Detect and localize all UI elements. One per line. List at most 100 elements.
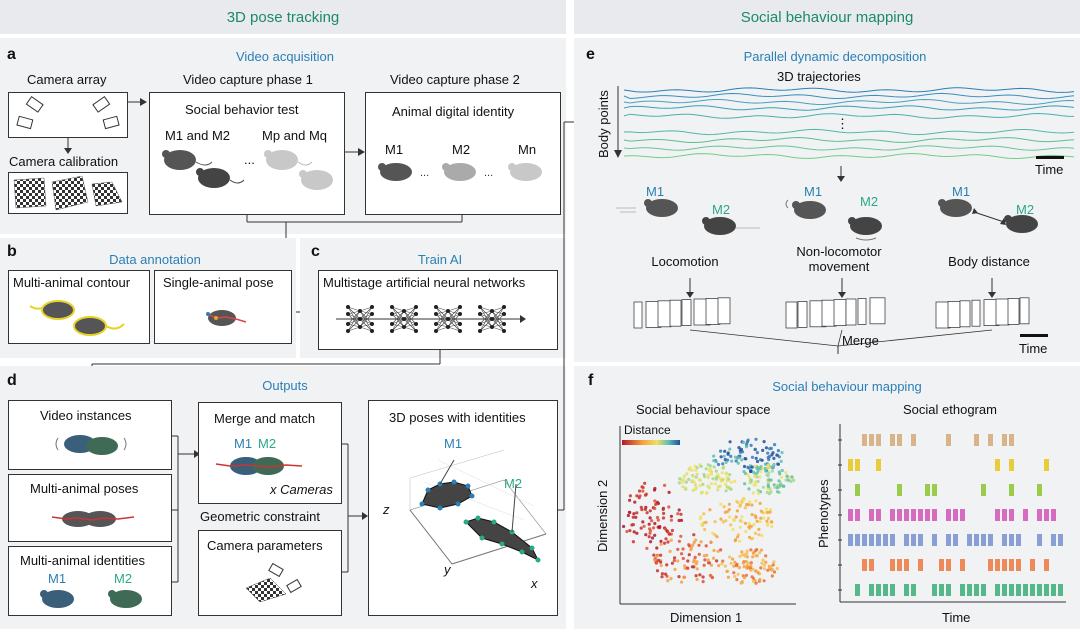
scatter-point (637, 489, 642, 493)
scatter-point (695, 577, 699, 582)
scatter-point (692, 560, 696, 564)
scatter-point (733, 560, 737, 564)
pose-m1-label: M1 (444, 436, 463, 451)
scatter-point (680, 552, 684, 556)
scatter-point (768, 454, 772, 459)
scatter-point (719, 517, 723, 521)
ethogram-event (890, 559, 895, 571)
scatter-point (731, 528, 735, 532)
scatter-point (706, 475, 710, 480)
scale-bar (1020, 334, 1048, 337)
ethogram-event (918, 534, 923, 546)
loco-m2-label: M2 (712, 202, 731, 217)
scatter-point (720, 479, 724, 483)
ethogram-event (932, 584, 937, 596)
panel-a-title: Video acquisition (235, 49, 335, 64)
scatter-point (631, 515, 635, 519)
ethogram-event (1051, 509, 1056, 521)
scatter-point (677, 481, 681, 485)
trajectory-line (623, 87, 1075, 93)
scatter-point (702, 554, 706, 558)
ethogram-event (1051, 534, 1056, 546)
network-block (390, 305, 418, 333)
scatter-point (780, 475, 784, 479)
scatter-point (728, 473, 732, 477)
scatter-point (643, 481, 647, 485)
scatter-point (663, 483, 667, 487)
scatter-point (748, 500, 752, 504)
scatter-point (746, 438, 750, 442)
scatter-point (684, 486, 688, 490)
scatter-point (755, 466, 759, 470)
scatter-point (695, 567, 699, 571)
scatter-point (706, 473, 710, 477)
scatter-point (745, 442, 749, 446)
scatter-point (631, 540, 635, 544)
scatter-point (769, 490, 773, 494)
scatter-point (660, 575, 664, 579)
scatter-point (698, 478, 702, 482)
ethogram-event (981, 534, 986, 546)
scatter-point (776, 449, 780, 453)
scatter-point (745, 549, 749, 553)
neural-network-icon (336, 305, 526, 333)
banner-left-label: 3D pose tracking (226, 8, 340, 26)
scatter-point (734, 459, 738, 463)
scatter-point (752, 550, 756, 554)
scatter-point (732, 564, 736, 568)
ethogram-event (1002, 584, 1007, 596)
scatter-point (737, 456, 741, 460)
scatter-point (742, 576, 747, 580)
axis-x-label: x (531, 576, 538, 591)
ethogram-event (855, 509, 860, 521)
scatter-point (694, 468, 698, 472)
scatter-point (757, 533, 761, 537)
scatter-point (711, 556, 716, 560)
camera-array-box (8, 92, 128, 138)
scatter-point (670, 528, 674, 533)
phase2-title: Video capture phase 2 (390, 72, 520, 87)
scatter-point (626, 513, 630, 518)
ethogram-event (848, 534, 853, 546)
scatter-point (685, 566, 689, 570)
scatter-point (659, 539, 663, 543)
scatter-point (724, 489, 728, 493)
ethogram-event (1037, 584, 1042, 596)
scatter-point (749, 443, 753, 447)
camera-calibration-label: Camera calibration (9, 154, 119, 169)
ethogram-event (946, 534, 951, 546)
scatter-point (770, 520, 774, 524)
scatter-point (767, 471, 771, 475)
ethogram-event (1023, 584, 1028, 596)
ethogram-event (988, 434, 993, 446)
scatter-point (766, 484, 771, 489)
scatter-point (726, 452, 730, 456)
scatter-point (714, 469, 718, 473)
scatter-point (676, 559, 680, 563)
nonloco-m1-label: M1 (804, 184, 823, 199)
ethogram-event (1009, 434, 1014, 446)
scatter-point (681, 480, 685, 484)
scatter-point (651, 526, 656, 530)
mouse-icon (51, 511, 135, 527)
scatter-point (769, 446, 773, 450)
scatter-point (764, 507, 768, 511)
scatter-point (703, 474, 707, 479)
scatter-point (633, 500, 637, 504)
scatter-point (755, 459, 760, 464)
scatter-point (751, 491, 755, 495)
ethogram-event (1002, 559, 1007, 571)
scatter-point (653, 533, 657, 537)
svg-text:...: ... (484, 167, 493, 179)
scatter-point (744, 529, 748, 534)
scatter-point (704, 467, 708, 471)
scatter-point (725, 458, 730, 462)
scatter-point (743, 554, 748, 558)
scatter-point (745, 566, 749, 570)
ethogram-event (911, 584, 916, 596)
scatter-point (701, 580, 705, 584)
ethogram-event (946, 509, 951, 521)
scatter-point (704, 520, 708, 524)
panel-c-letter: c (311, 243, 320, 260)
ethogram-event (855, 459, 860, 471)
